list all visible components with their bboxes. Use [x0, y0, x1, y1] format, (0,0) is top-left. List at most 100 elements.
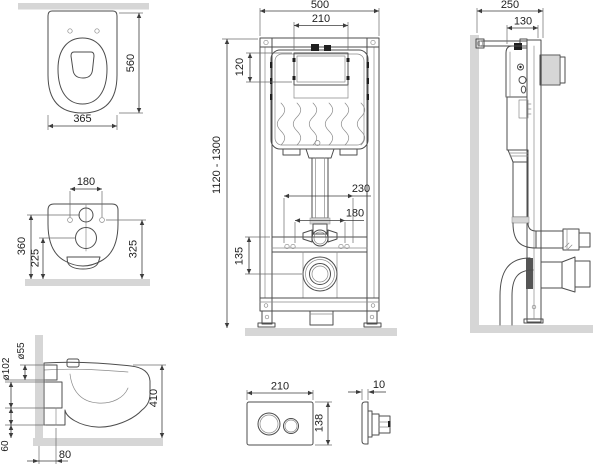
svg-text:138: 138 — [314, 414, 326, 432]
dim-130: 130 — [506, 16, 539, 44]
pipe-holder — [311, 229, 329, 247]
lid-recess — [70, 51, 95, 79]
toilet-body-outline — [47, 203, 119, 267]
flush-elbow — [512, 222, 537, 249]
dim-560: 560 — [119, 12, 143, 114]
svg-text:500: 500 — [311, 0, 329, 11]
corner-screw — [370, 39, 376, 46]
pipe-coupling — [511, 216, 530, 224]
toilet-profile — [43, 361, 151, 428]
trapway-lip — [66, 256, 101, 270]
small-flush-button — [283, 418, 299, 434]
wall-section — [35, 335, 43, 438]
access-opening — [293, 52, 349, 86]
dim-180-rear: 180 — [69, 176, 103, 217]
bolt-hole — [99, 217, 105, 223]
toilet-top-view: 560 365 — [18, 3, 149, 130]
svg-text:210: 210 — [271, 381, 289, 393]
lower-tank — [506, 96, 528, 151]
svg-text:135: 135 — [234, 247, 246, 265]
floor-section — [470, 325, 593, 333]
svg-text:180: 180 — [77, 176, 95, 188]
dim-d55: ø55 — [5, 342, 46, 381]
flush-plate-outline — [246, 401, 314, 446]
inlet-connection-pipe — [535, 230, 564, 249]
dim-height-range: 1120 - 1300 — [211, 38, 258, 329]
hinge-hole — [94, 28, 100, 34]
flush-pipe — [311, 157, 329, 219]
svg-text:10: 10 — [373, 379, 385, 391]
dim-80: 80 — [27, 428, 71, 464]
svg-text:225: 225 — [30, 249, 42, 267]
dim-365: 365 — [47, 113, 118, 130]
outlet-elbow — [499, 257, 531, 326]
cistern-screw — [314, 140, 321, 146]
wall-section — [470, 35, 479, 325]
dim-135: 135 — [234, 236, 302, 275]
pipe-connector — [305, 148, 335, 159]
dim-d102: ø102 — [1, 357, 46, 426]
dim-60: 60 — [0, 424, 14, 452]
svg-text:180: 180 — [346, 208, 364, 220]
adjustable-foot — [261, 310, 273, 325]
toilet-rear-view: 180 360 225 325 — [16, 176, 150, 286]
dim-180-frame: 180 — [294, 208, 364, 243]
svg-text:130: 130 — [514, 16, 532, 28]
toilet-side-view: ø55 ø102 60 410 80 — [0, 335, 166, 464]
dim-10: 10 — [348, 379, 386, 400]
svg-text:1120 - 1300: 1120 - 1300 — [211, 136, 223, 194]
svg-text:210: 210 — [312, 13, 330, 25]
svg-text:60: 60 — [0, 440, 11, 452]
svg-text:80: 80 — [59, 449, 71, 461]
dim-410: 410 — [133, 364, 166, 439]
svg-text:120: 120 — [234, 58, 246, 76]
svg-text:ø102: ø102 — [1, 357, 12, 380]
flush-plate-front-view: 210 138 — [246, 381, 332, 446]
valve-button — [518, 76, 527, 84]
flush-plate-side-view: 10 — [348, 379, 391, 445]
svg-text:410: 410 — [148, 389, 160, 407]
plate-side-profile — [361, 401, 369, 445]
svg-text:ø55: ø55 — [16, 342, 27, 360]
outlet-socket — [302, 256, 338, 292]
dim-250: 250 — [476, 0, 544, 38]
outlet-bell — [561, 256, 576, 293]
floor-section — [245, 328, 397, 336]
svg-text:365: 365 — [73, 113, 91, 125]
wall-bracket — [539, 54, 566, 86]
outlet-flange — [526, 258, 533, 289]
svg-text:325: 325 — [128, 240, 140, 258]
crossbar — [271, 236, 368, 253]
floor-section — [33, 438, 163, 446]
frame-rail — [526, 39, 542, 323]
dim-360: 360 — [16, 214, 80, 280]
flush-pipe-profile — [512, 161, 529, 218]
foot-plate — [523, 318, 544, 324]
hinge-profile — [66, 358, 80, 368]
svg-text:360: 360 — [16, 237, 28, 255]
bolt-hole — [67, 217, 73, 223]
cistern-profile — [505, 45, 528, 98]
floor-section — [25, 279, 150, 286]
frame-front-view: 500 210 120 1120 - 1300 230 — [211, 0, 397, 336]
toilet-lid-outline — [47, 10, 118, 114]
svg-text:560: 560 — [125, 54, 137, 72]
dim-210-plate: 210 — [246, 381, 314, 400]
svg-text:250: 250 — [501, 0, 519, 11]
wall-section — [18, 3, 149, 10]
dim-138: 138 — [314, 401, 332, 446]
corner-screw — [263, 39, 269, 46]
seat-line — [43, 368, 129, 373]
valve-button — [517, 63, 524, 71]
large-flush-button — [257, 412, 281, 436]
valve-connector — [324, 45, 331, 51]
frame-side-view: 250 130 — [470, 0, 593, 333]
dim-120: 120 — [234, 52, 292, 83]
cistern-outline — [270, 49, 369, 150]
dim-225: 225 — [30, 237, 76, 280]
insulation-waves — [276, 102, 366, 146]
outlet-pipe — [43, 381, 63, 409]
fill-valve-connector — [311, 44, 319, 51]
